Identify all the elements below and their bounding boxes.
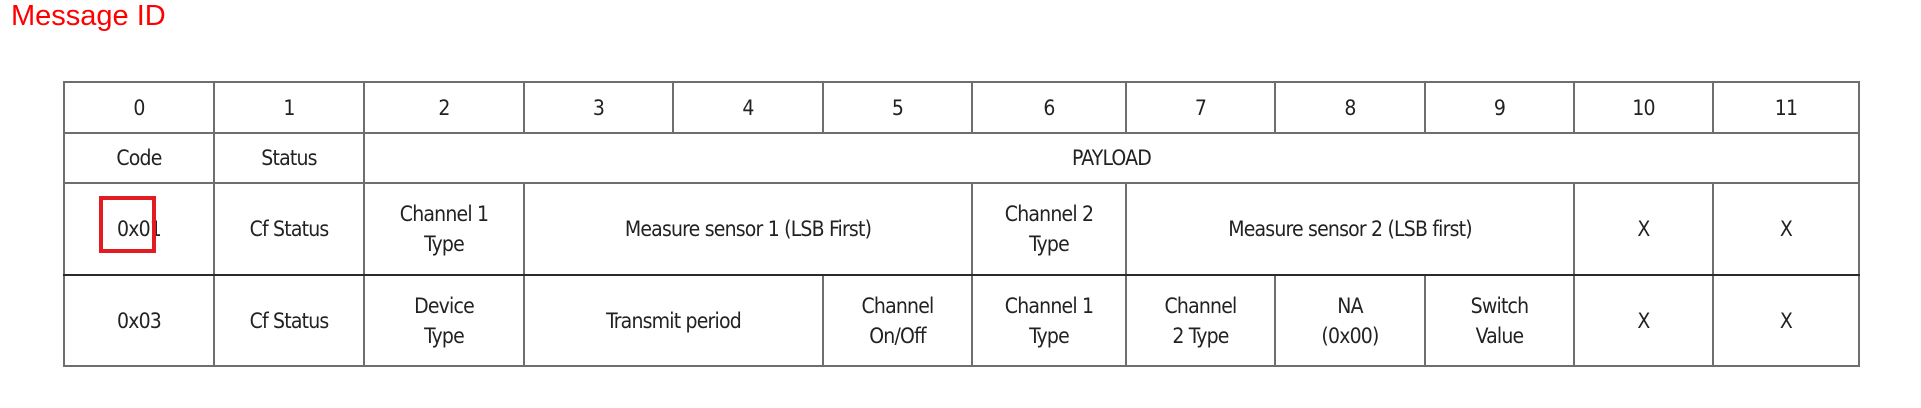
byte-index-6: 6 xyxy=(971,81,1127,134)
page-title: Message ID xyxy=(11,0,166,32)
byte-index-8: 8 xyxy=(1274,81,1426,134)
payload-cell: X xyxy=(1573,182,1714,276)
payload-cell: Transmit period xyxy=(523,274,824,367)
status-cell: Cf Status xyxy=(213,182,365,276)
byte-index-1: 1 xyxy=(213,81,365,134)
byte-index-2: 2 xyxy=(363,81,525,134)
code-cell: 0x03 xyxy=(63,274,215,367)
byte-index-10: 10 xyxy=(1573,81,1714,134)
byte-index-row: 0 1 2 3 4 5 6 7 8 9 10 11 xyxy=(63,81,1860,134)
byte-index-5: 5 xyxy=(822,81,973,134)
payload-cell: Channel On/Off xyxy=(822,274,973,367)
status-label: Status xyxy=(213,132,365,184)
payload-cell: Device Type xyxy=(363,274,525,367)
byte-index-0: 0 xyxy=(63,81,215,134)
field-label-row: Code Status PAYLOAD xyxy=(63,132,1860,184)
payload-cell: X xyxy=(1712,182,1860,276)
code-cell: 0x01 xyxy=(63,182,215,276)
payload-cell: X xyxy=(1712,274,1860,367)
code-label: Code xyxy=(63,132,215,184)
payload-cell: Switch Value xyxy=(1424,274,1575,367)
table-row: 0x01 Cf Status Channel 1 Type Measure se… xyxy=(63,182,1860,276)
payload-cell: Measure sensor 1 (LSB First) xyxy=(523,182,973,276)
payload-cell: NA (0x00) xyxy=(1274,274,1426,367)
table-row: 0x03 Cf Status Device Type Transmit peri… xyxy=(63,274,1860,367)
byte-index-11: 11 xyxy=(1712,81,1860,134)
status-cell: Cf Status xyxy=(213,274,365,367)
payload-cell: Channel 1 Type xyxy=(363,182,525,276)
payload-cell: Channel 2 Type xyxy=(971,182,1127,276)
byte-index-3: 3 xyxy=(523,81,674,134)
payload-cell: X xyxy=(1573,274,1714,367)
byte-index-9: 9 xyxy=(1424,81,1575,134)
code-value: 0x01 xyxy=(116,217,162,241)
message-id-table: 0 1 2 3 4 5 6 7 8 9 10 11 Code Status PA… xyxy=(63,81,1860,367)
payload-cell: Measure sensor 2 (LSB first) xyxy=(1125,182,1575,276)
payload-cell: Channel 1 Type xyxy=(971,274,1127,367)
payload-label: PAYLOAD xyxy=(363,132,1860,184)
byte-index-7: 7 xyxy=(1125,81,1276,134)
payload-cell: Channel 2 Type xyxy=(1125,274,1276,367)
byte-index-4: 4 xyxy=(672,81,824,134)
